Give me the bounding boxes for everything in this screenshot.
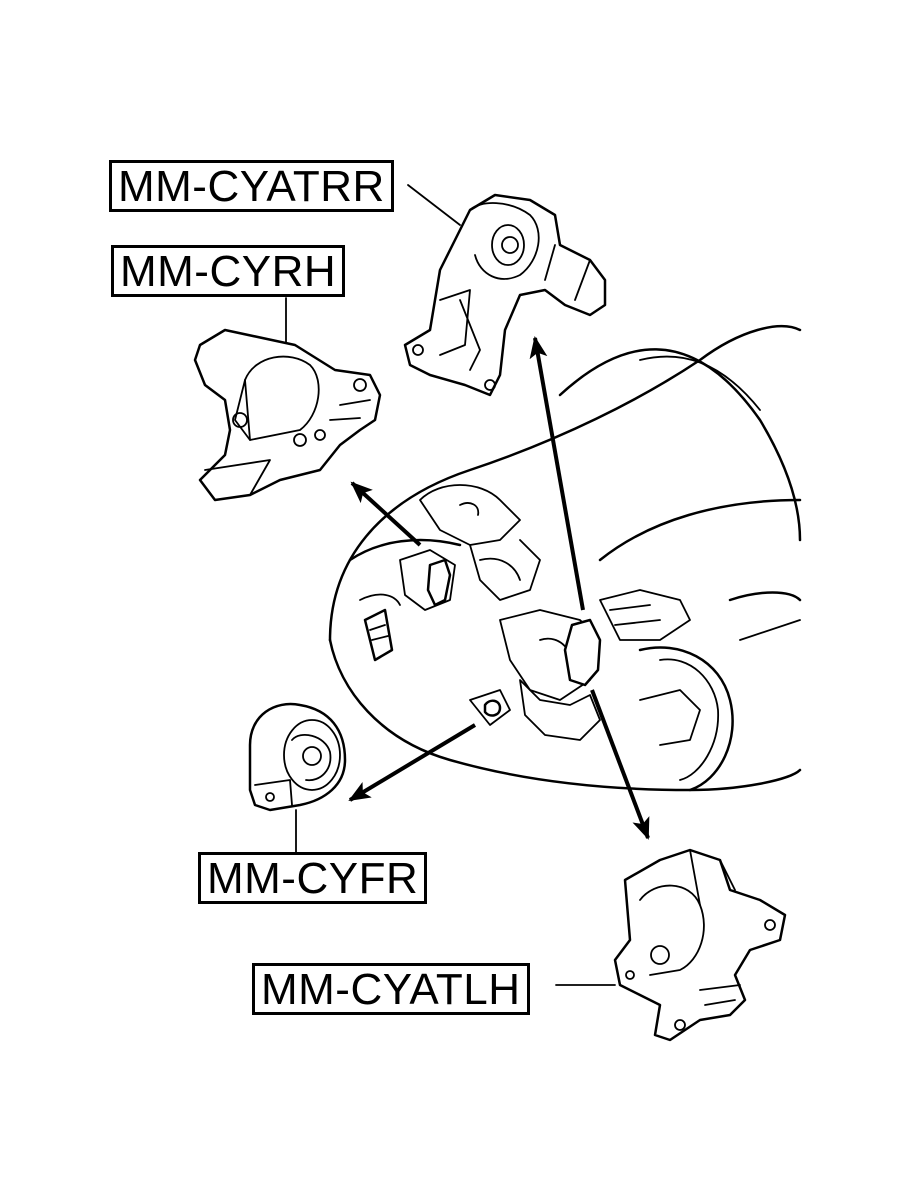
- engine-bay: [399, 484, 701, 746]
- leader-lines: [285, 184, 616, 986]
- label-rear-mount: MM-CYATRR: [109, 160, 394, 212]
- car-body-outline: [328, 325, 802, 792]
- arrow-to-front-mount: [348, 723, 477, 802]
- front-mount-part: [248, 702, 347, 812]
- arrow-to-rear-mount: [529, 336, 585, 611]
- left-mount-part: [613, 848, 787, 1042]
- arrow-to-left-mount: [590, 689, 650, 840]
- label-left-mount: MM-CYATLH: [252, 963, 530, 1015]
- arrow-to-right-mount: [350, 481, 422, 547]
- callout-arrows: [348, 336, 650, 840]
- label-right-mount: MM-CYRH: [111, 245, 346, 297]
- rear-mount-part: [403, 193, 607, 397]
- right-mount-part: [193, 328, 382, 502]
- label-front-mount: MM-CYFR: [198, 852, 428, 904]
